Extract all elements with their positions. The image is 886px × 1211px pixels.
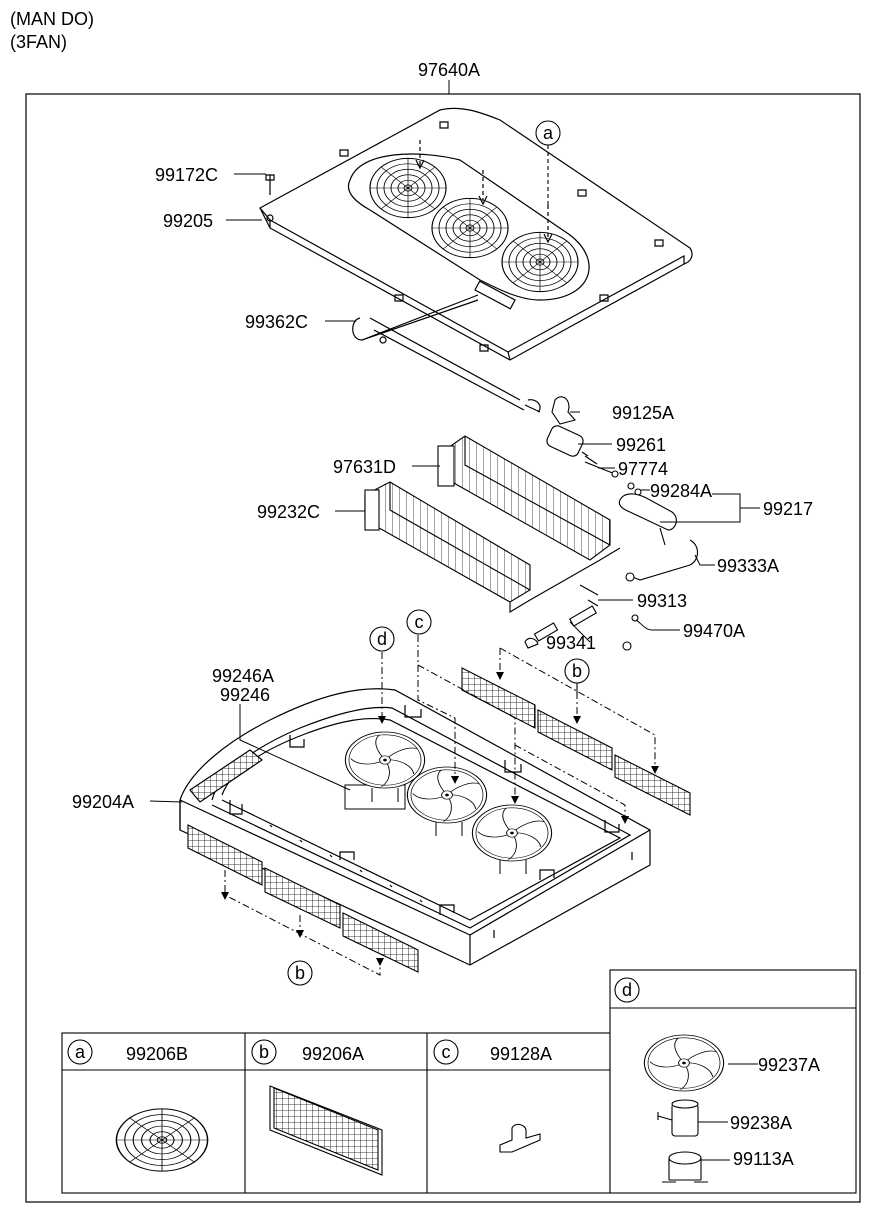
legend-a-part: 99206B [126, 1044, 188, 1064]
callout-99125A: 99125A [612, 403, 674, 423]
legend-c-part: 99128A [490, 1044, 552, 1064]
legend-d-leaders [698, 1063, 758, 1161]
marker-b-top: b [572, 661, 582, 681]
callout-99232C: 99232C [257, 502, 320, 522]
marker-b-bottom: b [295, 963, 305, 983]
legend-d-part-fan: 99237A [758, 1055, 820, 1075]
fan-blade-illustration [643, 1034, 725, 1092]
callout-99204A: 99204A [72, 792, 134, 812]
fan-count-label: (3FAN) [10, 32, 68, 52]
callout-97631D: 97631D [333, 457, 396, 477]
callout-99261: 99261 [616, 435, 666, 455]
fan-assembly-3 [471, 804, 553, 874]
callout-99333A: 99333A [717, 556, 779, 576]
legend-d-part-bracket: 99113A [733, 1149, 794, 1169]
callout-99284A: 99284A [650, 481, 712, 501]
callout-99246A: 99246A [212, 666, 274, 686]
legend-d-letter: d [622, 980, 632, 1000]
base-pan [179, 688, 651, 966]
condenser-coil-rear [437, 435, 611, 561]
reference-lines [224, 635, 656, 976]
callout-99205: 99205 [163, 211, 213, 231]
callout-99470A: 99470A [683, 621, 745, 641]
marker-a: a [543, 123, 554, 143]
fan-assembly-1 [344, 731, 426, 810]
model-label: (MAN DO) [10, 9, 94, 29]
marker-c: c [415, 612, 424, 632]
callout-99172C: 99172C [155, 165, 218, 185]
reference-arrowheads [221, 672, 659, 966]
callout-99341: 99341 [546, 633, 596, 653]
receiver-drier [546, 425, 598, 465]
refrigerant-hose [352, 280, 541, 413]
legend-a-letter: a [75, 1042, 86, 1062]
fittings [524, 461, 699, 651]
condenser-coil-front [364, 481, 621, 613]
top-cover [259, 107, 693, 361]
legend-b-letter: b [259, 1042, 269, 1062]
bracket-illustration [499, 1123, 541, 1153]
side-grills [187, 667, 691, 973]
callout-99217: 99217 [763, 499, 813, 519]
fan-guard-illustration [115, 1108, 209, 1172]
leader-lines [149, 173, 760, 803]
fan-assembly-2 [406, 766, 488, 836]
callout-99362C: 99362C [245, 312, 308, 332]
legend-b-part: 99206A [302, 1044, 364, 1064]
callout-97774: 97774 [618, 459, 668, 479]
marker-d: d [377, 629, 387, 649]
callout-99313: 99313 [637, 591, 687, 611]
marker-circles [287, 120, 590, 986]
hose-clamp [551, 396, 576, 425]
legend-d-box [609, 969, 857, 1194]
callout-99246: 99246 [220, 685, 270, 705]
assembly-label: 97640A [418, 60, 480, 80]
legend-d-part-motor: 99238A [730, 1113, 792, 1133]
fan-motor-illustration [657, 1099, 699, 1137]
diagram-frame [25, 93, 861, 1203]
grill-illustration [269, 1085, 383, 1176]
motor-bracket-illustration [662, 1151, 708, 1183]
legend-c-letter: c [442, 1042, 451, 1062]
